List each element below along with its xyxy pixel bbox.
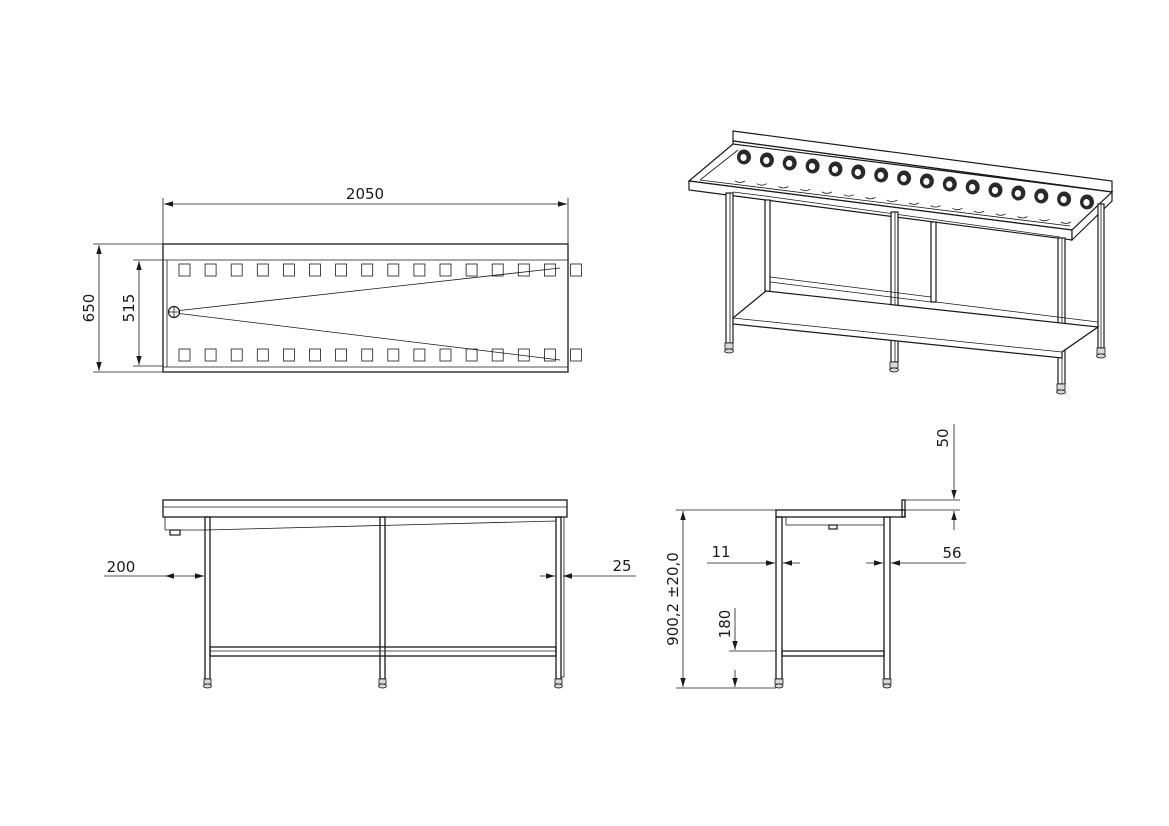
roller-icon — [828, 161, 843, 177]
basin-mark — [865, 197, 876, 200]
height-dimension-label: 900,2 ±20,0 — [664, 552, 682, 646]
basin-mark — [734, 180, 746, 183]
slot — [335, 263, 348, 277]
slot — [439, 348, 452, 362]
leg-offset-dimension-label: 200 — [107, 558, 136, 576]
front-leg-right — [555, 516, 562, 680]
backsplash — [901, 499, 906, 518]
side-leg-right — [883, 516, 891, 680]
roller-icon — [1080, 194, 1094, 210]
roller-icon — [988, 182, 1003, 198]
slot — [491, 263, 504, 277]
slot — [570, 348, 582, 362]
roller-icon — [942, 176, 957, 192]
basin-mark — [1060, 221, 1072, 224]
slot — [491, 348, 504, 362]
side-leg-left — [775, 516, 783, 680]
slot — [361, 348, 374, 362]
basin-mark — [886, 199, 898, 202]
slot — [544, 348, 556, 362]
slot — [282, 263, 295, 277]
roller-icon — [1057, 191, 1072, 207]
depth-dimension-label: 650 — [80, 294, 98, 323]
slot — [517, 263, 530, 277]
slot — [204, 348, 217, 362]
right-tube-dimension-label: 56 — [942, 544, 961, 562]
basin-mark — [1039, 218, 1050, 222]
inner-depth-dimension-label: 515 — [120, 294, 138, 323]
slot — [204, 263, 217, 277]
roller-icon — [805, 158, 820, 174]
basin-mark — [778, 186, 789, 189]
front-leg-middle — [379, 516, 386, 680]
front-leg-left — [204, 516, 211, 680]
roller-icon — [897, 170, 912, 186]
roller-icon — [919, 173, 934, 189]
shelf-height-dimension-label: 180 — [716, 610, 734, 639]
roller-icon — [851, 164, 866, 180]
slot — [335, 348, 348, 362]
leg-width-dimension-label: 25 — [612, 557, 631, 575]
slot — [570, 263, 582, 277]
backsplash-dimension-label: 50 — [934, 428, 952, 447]
top-slots-row — [178, 263, 582, 277]
slot — [309, 263, 321, 277]
iso-leg-back-middle — [930, 221, 937, 303]
basin-mark — [799, 188, 811, 192]
slot — [178, 348, 191, 362]
roller-icon — [782, 155, 797, 171]
iso-basin-marks — [734, 180, 1072, 224]
slot — [256, 263, 269, 277]
slot — [413, 263, 426, 277]
basin-mark — [995, 213, 1007, 216]
roller-icon — [874, 167, 889, 183]
roller-icon — [759, 152, 774, 168]
slot — [387, 263, 400, 277]
basin-mark — [756, 183, 767, 186]
iso-leg-back-right — [1096, 203, 1106, 359]
slot — [465, 348, 478, 362]
basin-mark — [821, 191, 833, 194]
roller-icon — [965, 179, 980, 195]
top-view-outline — [162, 243, 569, 373]
slot — [309, 348, 321, 362]
slope-line-lower — [174, 312, 561, 361]
slot — [178, 263, 191, 277]
front-lower-shelf — [209, 646, 557, 657]
slot — [465, 263, 478, 277]
iso-leg-front-right — [1056, 237, 1066, 395]
slot — [230, 263, 243, 277]
slot — [282, 348, 295, 362]
basin-mark — [973, 210, 985, 213]
front-view-top-slab — [162, 499, 568, 518]
drain-icon — [167, 305, 181, 319]
slot — [544, 263, 556, 277]
slot — [361, 263, 374, 277]
left-tube-dimension-label: 11 — [711, 543, 730, 561]
iso-roller-row — [737, 149, 1094, 210]
top-view: 2050 650 515 — [80, 185, 582, 373]
basin-mark — [930, 205, 941, 208]
roller-icon — [1034, 188, 1049, 204]
iso-leg-front-left — [724, 192, 734, 354]
isometric-view — [687, 130, 1114, 395]
slope-line-upper — [174, 267, 561, 312]
basin-mark — [843, 194, 854, 197]
basin-mark — [952, 207, 963, 211]
slot — [439, 263, 452, 277]
basin-mark — [1017, 216, 1028, 219]
roller-icon — [1011, 185, 1026, 201]
basin-mark — [908, 202, 920, 205]
width-dimension-label: 2050 — [346, 185, 384, 203]
front-view: 200 25 — [104, 499, 636, 689]
slot — [256, 348, 269, 362]
iso-lower-shelf — [732, 290, 1100, 359]
roller-icon — [737, 149, 751, 165]
slot — [413, 348, 426, 362]
slot — [387, 348, 400, 362]
side-view: 50 11 56 900,2 ±20,0 180 — [664, 424, 966, 689]
slot — [230, 348, 243, 362]
